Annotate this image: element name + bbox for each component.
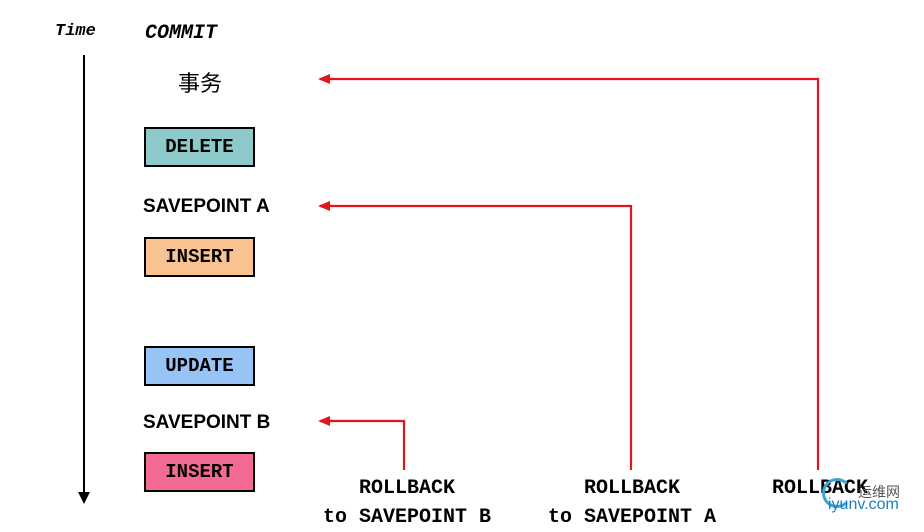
rollback-b-line1: ROLLBACK [358,477,455,500]
rollback-savepoint-a-arrowhead [318,201,330,211]
rollback-transaction-arrowhead [318,74,330,84]
transaction-label: 事务 [178,72,223,97]
rollback-a-line2: to SAVEPOINT A [547,506,717,529]
savepoint-a-label: SAVEPOINT A [143,196,270,217]
rollback-transaction-arrow [320,77,820,470]
rollback-savepoint-b-arrow [320,419,406,470]
rollback-to-savepoint-a-label: ROLLBACK to SAVEPOINT A [537,474,727,532]
rollback-b-line2: to SAVEPOINT B [322,506,492,529]
delete-step-box: DELETE [144,127,255,167]
rollback-a-line1: ROLLBACK [583,477,680,500]
insert-step-box-2: INSERT [144,452,255,492]
update-step-box: UPDATE [144,346,255,386]
watermark-en-text: iyunv.com [828,496,899,513]
rollback-savepoint-a-arrow [320,204,633,470]
rollback-to-savepoint-b-label: ROLLBACK to SAVEPOINT B [312,474,502,532]
watermark-logo-icon [822,478,852,508]
rollback-savepoint-b-arrowhead [318,416,330,426]
savepoint-b-label: SAVEPOINT B [143,412,271,433]
insert-step-box-1: INSERT [144,237,255,277]
time-axis-label: Time [55,22,96,41]
timeline-axis [83,55,85,495]
timeline-arrowhead-icon [78,492,90,504]
watermark-cn-text: 运维网 [858,485,900,501]
commit-label: COMMIT [145,22,218,45]
